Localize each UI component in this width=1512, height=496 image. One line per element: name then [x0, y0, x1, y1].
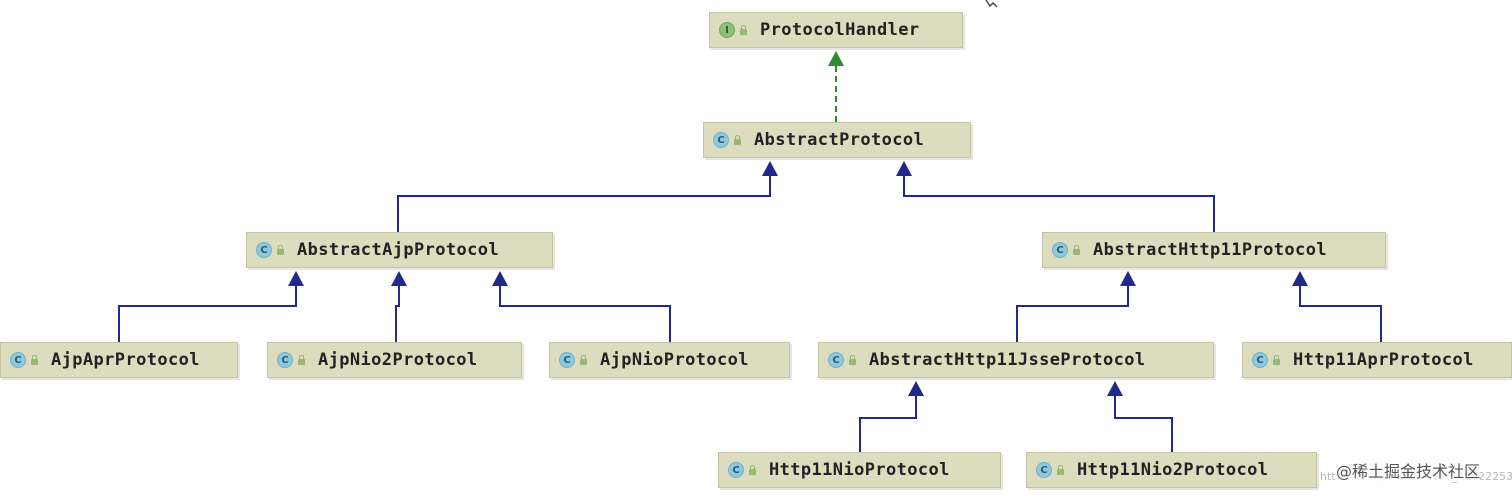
arrowhead-icon [391, 271, 407, 286]
lock-icon [277, 245, 284, 255]
node-abstract-http11-protocol[interactable]: C AbstractHttp11Protocol [1042, 232, 1386, 268]
edge-AjpNioProtocol-to-AbstractAjpProtocol [499, 284, 671, 342]
node-label: AbstractHttp11JsseProtocol [869, 350, 1146, 370]
class-icon: C [828, 352, 844, 368]
node-label: Http11NioProtocol [769, 460, 950, 480]
edge-Http11NioProtocol-to-AbstractHttp11JsseProtocol [859, 394, 917, 452]
node-label: AjpNio2Protocol [318, 350, 478, 370]
lock-icon [298, 355, 305, 365]
arrowhead-icon [896, 161, 912, 176]
node-label: ProtocolHandler [760, 20, 920, 40]
lock-icon [749, 465, 756, 475]
edge-Http11Nio2Protocol-to-AbstractHttp11JsseProtocol [1114, 394, 1173, 452]
lock-icon [1273, 355, 1280, 365]
lock-icon [1057, 465, 1064, 475]
node-label: AbstractAjpProtocol [297, 240, 500, 260]
arrowhead-icon [288, 271, 304, 286]
arrowhead-icon [828, 51, 844, 66]
node-http11-apr-protocol[interactable]: C Http11AprProtocol [1242, 342, 1512, 378]
edge-AbstractHttp11JsseProtocol-to-AbstractHttp11Protocol [1016, 284, 1129, 342]
lock-icon [734, 135, 741, 145]
node-abstract-ajp-protocol[interactable]: C AbstractAjpProtocol [246, 232, 553, 268]
class-icon: C [1252, 352, 1268, 368]
edge-AbstractAjpProtocol-to-AbstractProtocol [397, 174, 771, 232]
lock-icon [1073, 245, 1080, 255]
node-ajp-nio-protocol[interactable]: C AjpNioProtocol [549, 342, 790, 378]
interface-icon: I [719, 22, 735, 38]
mouse-cursor-icon [985, 0, 998, 8]
edge-AjpNio2Protocol-to-AbstractAjpProtocol [395, 284, 400, 342]
arrowhead-icon [908, 381, 924, 396]
node-label: Http11AprProtocol [1293, 350, 1474, 370]
edge-AbstractHttp11Protocol-to-AbstractProtocol [903, 174, 1215, 232]
lock-icon [31, 355, 38, 365]
node-ajp-nio2-protocol[interactable]: C AjpNio2Protocol [267, 342, 522, 378]
lock-icon [580, 355, 587, 365]
class-icon: C [1052, 242, 1068, 258]
node-protocol-handler[interactable]: I ProtocolHandler [709, 12, 963, 48]
lock-icon [849, 355, 856, 365]
arrowhead-icon [1120, 271, 1136, 286]
arrowhead-icon [1107, 381, 1123, 396]
node-label: AjpNioProtocol [600, 350, 749, 370]
edge-AjpAprProtocol-to-AbstractAjpProtocol [118, 284, 297, 342]
class-icon: C [277, 352, 293, 368]
class-icon: C [713, 132, 729, 148]
node-http11-nio2-protocol[interactable]: C Http11Nio2Protocol [1026, 452, 1317, 488]
node-http11-nio-protocol[interactable]: C Http11NioProtocol [718, 452, 1001, 488]
class-icon: C [1036, 462, 1052, 478]
class-icon: C [256, 242, 272, 258]
node-label: AjpAprProtocol [51, 350, 200, 370]
arrowhead-icon [492, 271, 508, 286]
arrowhead-icon [1292, 271, 1308, 286]
brand-watermark: @稀土掘金技术社区 [1336, 458, 1481, 482]
class-icon: C [10, 352, 26, 368]
node-abstract-http11-jsse-protocol[interactable]: C AbstractHttp11JsseProtocol [818, 342, 1214, 378]
arrowhead-icon [762, 161, 778, 176]
node-label: Http11Nio2Protocol [1077, 460, 1269, 480]
node-ajp-apr-protocol[interactable]: C AjpAprProtocol [0, 342, 238, 378]
node-abstract-protocol[interactable]: C AbstractProtocol [703, 122, 971, 158]
class-icon: C [728, 462, 744, 478]
edge-Http11AprProtocol-to-AbstractHttp11Protocol [1299, 284, 1382, 342]
node-label: AbstractProtocol [754, 130, 925, 150]
lock-icon [740, 25, 747, 35]
node-label: AbstractHttp11Protocol [1093, 240, 1327, 260]
class-icon: C [559, 352, 575, 368]
